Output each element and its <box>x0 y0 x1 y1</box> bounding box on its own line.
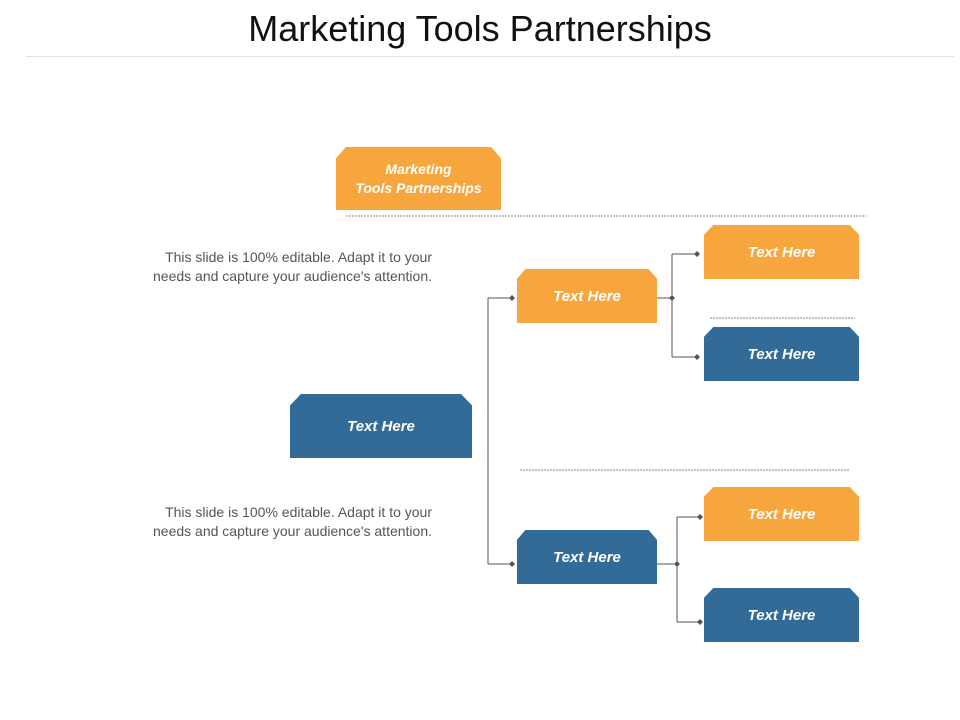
diamond-marker <box>674 561 680 567</box>
page-title: Marketing Tools Partnerships <box>248 8 712 49</box>
diamond-marker <box>697 619 703 625</box>
root-node-line-2: Tools Partnerships <box>355 179 482 196</box>
leaf-node-4: Text Here <box>704 588 859 642</box>
leaf-node-3: Text Here <box>704 487 859 541</box>
diamond-marker <box>697 514 703 520</box>
branch-node-lower: Text Here <box>517 530 657 584</box>
description-text-top: This slide is 100% editable. Adapt it to… <box>100 248 432 286</box>
description-line: needs and capture your audience's attent… <box>153 268 432 284</box>
diamond-marker <box>509 561 515 567</box>
description-text-bottom: This slide is 100% editable. Adapt it to… <box>100 503 432 541</box>
description-line: This slide is 100% editable. Adapt it to… <box>165 249 432 265</box>
leaf-node-2: Text Here <box>704 327 859 381</box>
diamond-marker <box>669 295 675 301</box>
description-line: needs and capture your audience's attent… <box>153 523 432 539</box>
root-node-line-1: Marketing <box>385 160 452 177</box>
diamond-marker <box>694 251 700 257</box>
branch-node-upper: Text Here <box>517 269 657 323</box>
diamond-marker <box>694 354 700 360</box>
root-node: Marketing Tools Partnerships <box>336 147 501 210</box>
left-node: Text Here <box>290 394 472 458</box>
diamond-marker <box>509 295 515 301</box>
leaf-node-1: Text Here <box>704 225 859 279</box>
description-line: This slide is 100% editable. Adapt it to… <box>165 504 432 520</box>
title-divider <box>26 56 954 57</box>
